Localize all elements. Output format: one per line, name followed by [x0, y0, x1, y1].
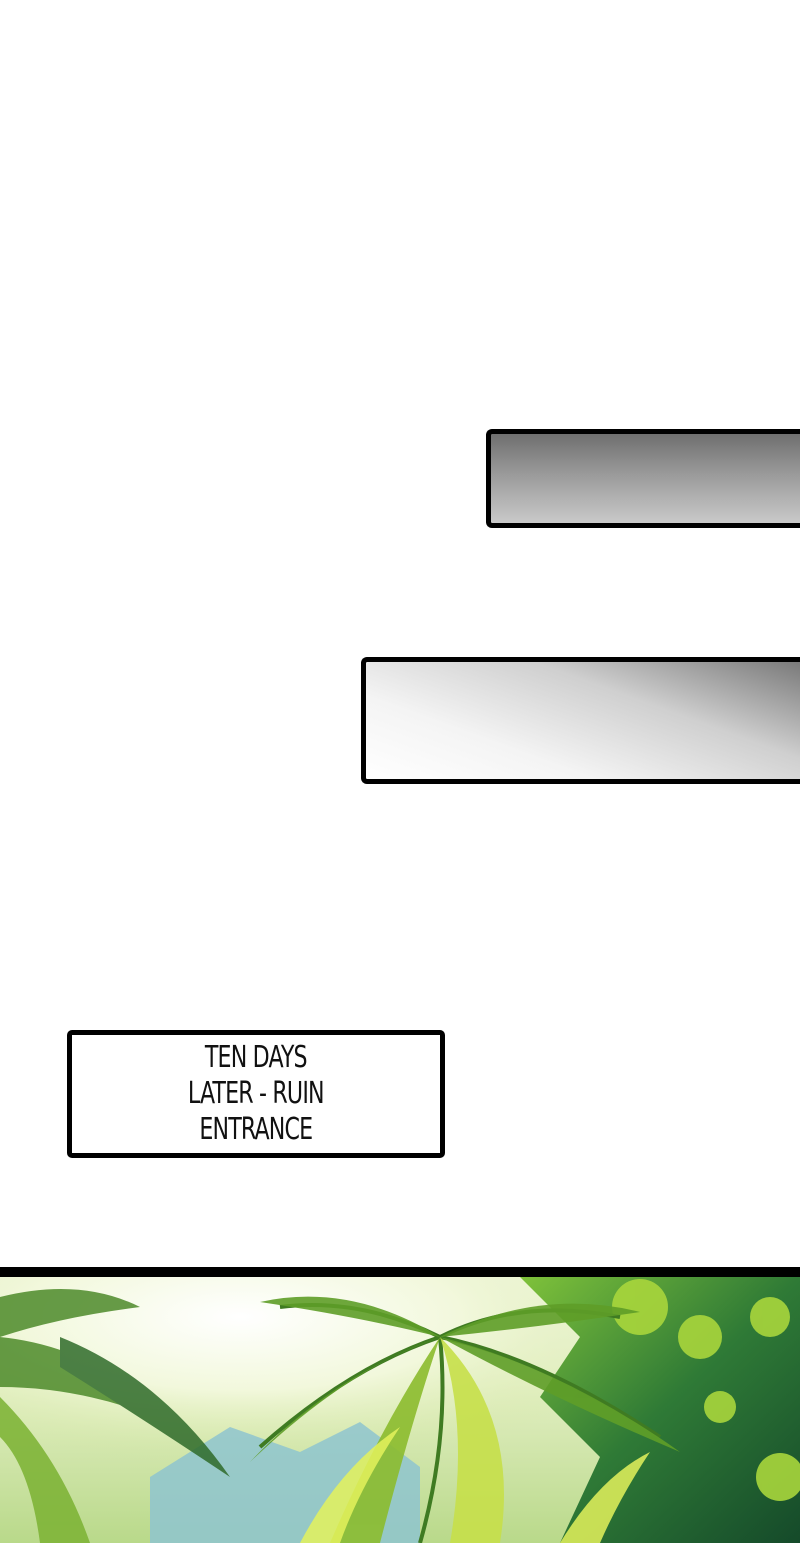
caption-line-1: TEN DAYS [205, 1040, 308, 1075]
light-leaf-clusters [612, 1279, 800, 1501]
caption-line-2: LATER - RUIN [188, 1076, 325, 1111]
palm-jungle-illustration [0, 1277, 800, 1543]
left-palm-leaves [0, 1289, 230, 1543]
gray-gradient-panel-lower [361, 657, 800, 784]
bright-frond-highlights [300, 1427, 650, 1543]
narration-caption-text: TEN DAYS LATER - RUIN ENTRANCE [188, 1040, 325, 1148]
jungle-scene-panel [0, 1277, 800, 1543]
narration-caption-box: TEN DAYS LATER - RUIN ENTRANCE [67, 1030, 445, 1158]
right-jungle-foliage [520, 1277, 800, 1543]
scene-panel-top-border [0, 1267, 800, 1277]
gray-gradient-panel-upper [486, 429, 800, 528]
caption-line-3: ENTRANCE [199, 1112, 313, 1147]
